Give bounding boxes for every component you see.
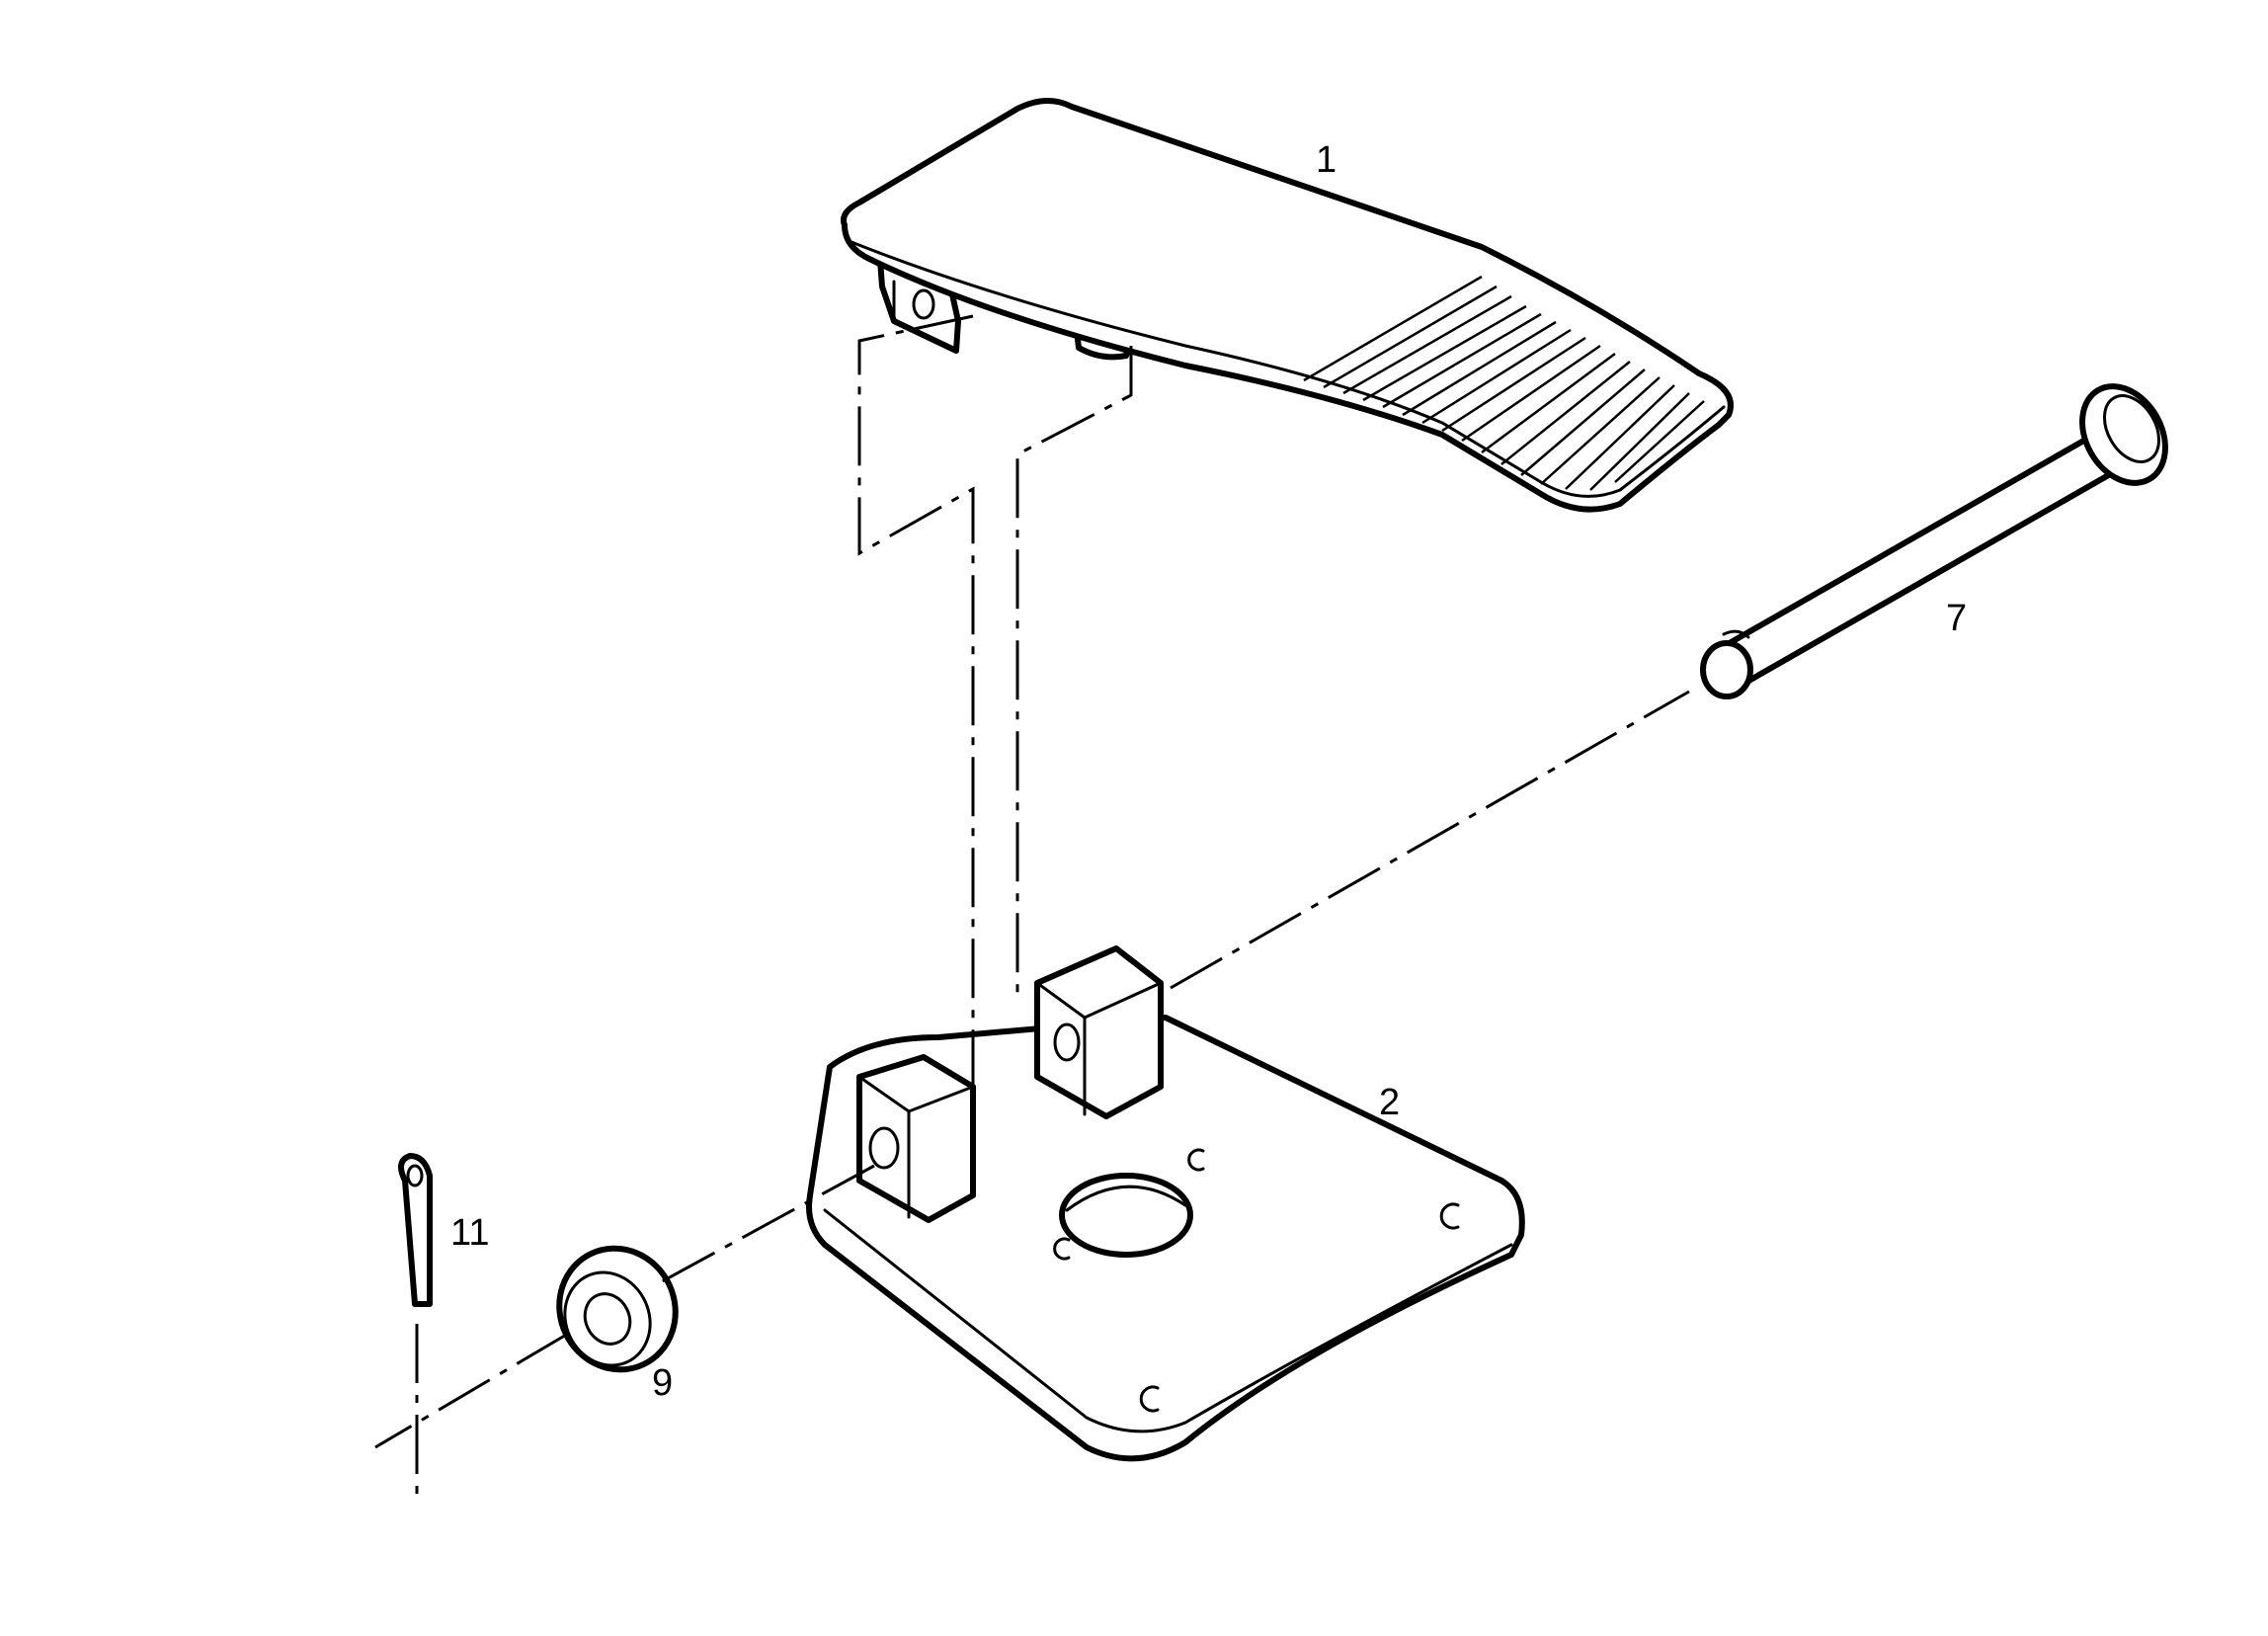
label-part-11: 11 (450, 1212, 489, 1254)
label-part-2: 2 (1379, 1082, 1400, 1123)
assembly-centerlines (374, 314, 1690, 1502)
pedal-tread-ribs (1303, 275, 1705, 491)
label-part-7: 7 (1946, 598, 1967, 639)
label-part-9: 9 (652, 1362, 673, 1404)
cotter-pin-part (398, 1153, 433, 1307)
pedal-part (841, 98, 1734, 513)
pivot-pin-part (1700, 383, 2168, 699)
label-part-1: 1 (1316, 139, 1336, 181)
washer-part (556, 1245, 679, 1373)
base-plate-part (806, 945, 1525, 1462)
